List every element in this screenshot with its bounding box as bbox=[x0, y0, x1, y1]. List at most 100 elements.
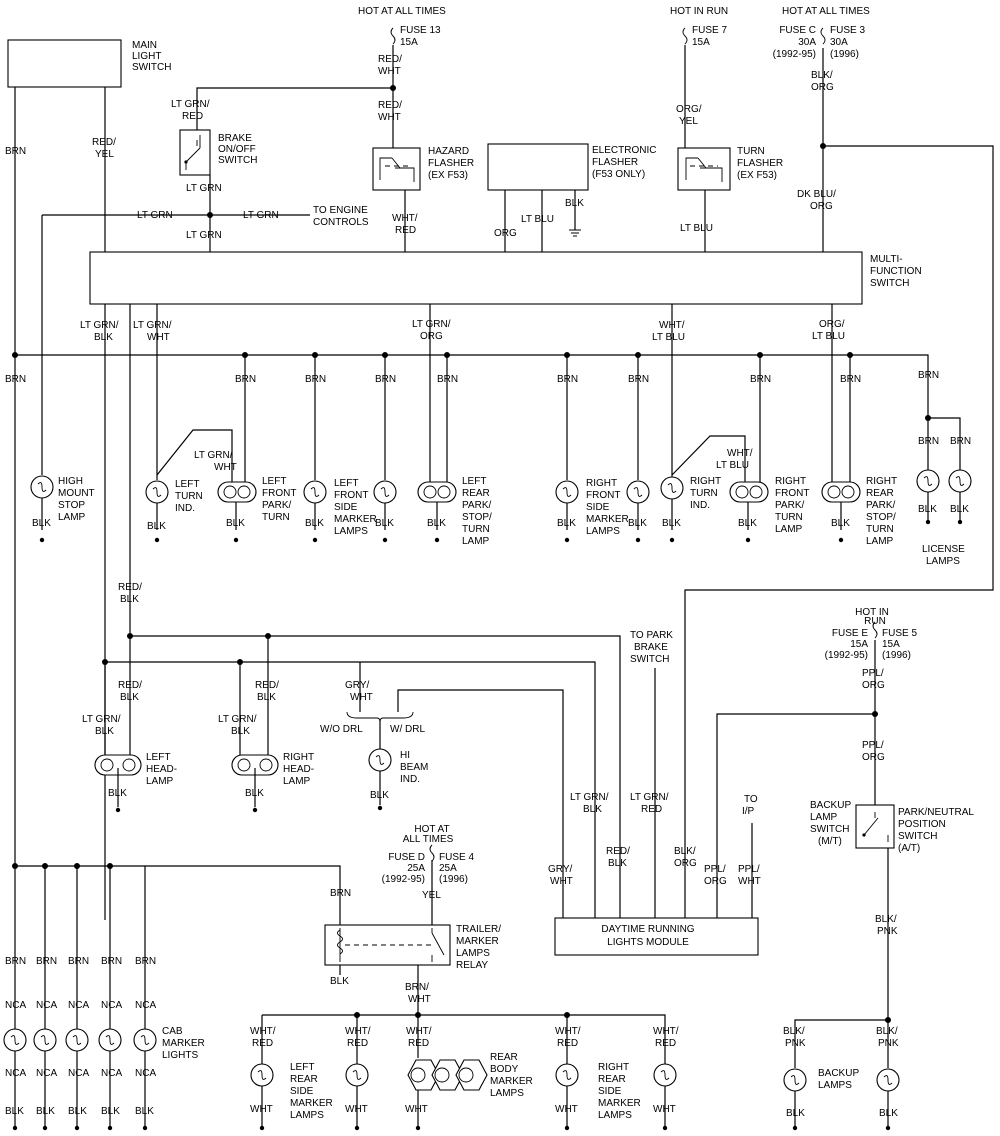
svg-text:RED/: RED/ bbox=[118, 680, 142, 691]
svg-text:PPL/: PPL/ bbox=[704, 864, 726, 875]
wire-labels: RED/ WHT RED/ WHT LT GRN/ RED RED/ YEL B… bbox=[5, 54, 971, 1119]
svg-text:BEAM: BEAM bbox=[400, 762, 428, 773]
svg-text:HAZARD: HAZARD bbox=[428, 146, 469, 157]
svg-text:SWITCH: SWITCH bbox=[870, 278, 909, 289]
svg-text:LAMPS: LAMPS bbox=[490, 1088, 524, 1099]
cab-marker-lamp-2 bbox=[33, 1028, 57, 1131]
svg-text:FRONT: FRONT bbox=[586, 490, 620, 501]
svg-text:FLASHER: FLASHER bbox=[737, 158, 783, 169]
svg-text:FRONT: FRONT bbox=[262, 488, 296, 499]
fuse-13-rating: 15A bbox=[400, 37, 418, 48]
svg-text:TURN: TURN bbox=[462, 524, 490, 535]
svg-text:LEFT: LEFT bbox=[146, 752, 170, 763]
svg-text:RED: RED bbox=[557, 1038, 578, 1049]
svg-text:BLK: BLK bbox=[94, 332, 113, 343]
right-headlamp bbox=[231, 754, 279, 813]
svg-text:SWITCH: SWITCH bbox=[898, 831, 937, 842]
left-front-park-turn-lamp bbox=[217, 481, 257, 543]
fuse-3-label: FUSE 3 bbox=[830, 25, 865, 36]
svg-text:REAR: REAR bbox=[490, 1052, 518, 1063]
svg-text:BLK: BLK bbox=[370, 790, 389, 801]
svg-text:RED/: RED/ bbox=[378, 54, 402, 65]
fuse-d-years: (1992-95) bbox=[382, 874, 425, 885]
svg-text:BRN: BRN bbox=[330, 888, 351, 899]
svg-text:ORG: ORG bbox=[674, 858, 697, 869]
svg-text:SWITCH: SWITCH bbox=[218, 155, 257, 166]
svg-text:SIDE: SIDE bbox=[290, 1086, 314, 1097]
svg-text:RIGHT: RIGHT bbox=[283, 752, 314, 763]
svg-text:NCA: NCA bbox=[36, 1000, 57, 1011]
svg-text:WHT/: WHT/ bbox=[250, 1026, 276, 1037]
svg-text:BLK: BLK bbox=[226, 518, 245, 529]
wires bbox=[14, 45, 994, 1068]
all-times-label-3: ALL TIMES bbox=[403, 834, 454, 845]
svg-text:TRAILER/: TRAILER/ bbox=[456, 924, 501, 935]
svg-text:WHT/: WHT/ bbox=[727, 448, 753, 459]
svg-text:TURN: TURN bbox=[175, 491, 203, 502]
fuse-e-years: (1992-95) bbox=[825, 650, 868, 661]
svg-text:LEFT: LEFT bbox=[262, 476, 286, 487]
svg-text:RED: RED bbox=[347, 1038, 368, 1049]
svg-text:HI: HI bbox=[400, 750, 410, 761]
svg-text:REAR: REAR bbox=[462, 488, 490, 499]
svg-text:(A/T): (A/T) bbox=[898, 843, 920, 854]
svg-text:RELAY: RELAY bbox=[456, 960, 488, 971]
svg-text:LIGHTS: LIGHTS bbox=[162, 1050, 198, 1061]
svg-text:LT BLU: LT BLU bbox=[812, 331, 845, 342]
svg-text:MOUNT: MOUNT bbox=[58, 488, 95, 499]
svg-text:BLK: BLK bbox=[257, 692, 276, 703]
electronic-flasher: ELECTRONIC FLASHER (F53 ONLY) bbox=[487, 143, 656, 237]
svg-text:LT BLU: LT BLU bbox=[521, 214, 554, 225]
component-labels: HIGH MOUNT STOP LAMP LEFT TURN IND. LEFT… bbox=[58, 476, 965, 1121]
left-rear-side-marker-lamp-2 bbox=[345, 1063, 369, 1131]
trailer-marker-lamps-relay: TRAILER/ MARKER LAMPS RELAY bbox=[324, 924, 501, 971]
svg-text:BLK: BLK bbox=[583, 804, 602, 815]
svg-text:NCA: NCA bbox=[135, 1000, 156, 1011]
cab-marker-lamp-5 bbox=[133, 1028, 157, 1131]
svg-text:WHT/: WHT/ bbox=[653, 1026, 679, 1037]
svg-text:I/P: I/P bbox=[742, 806, 755, 817]
svg-text:FUNCTION: FUNCTION bbox=[870, 266, 922, 277]
svg-text:MARKER: MARKER bbox=[490, 1076, 533, 1087]
right-turn-ind-lamp bbox=[660, 476, 684, 543]
svg-text:REAR: REAR bbox=[866, 488, 894, 499]
fuse-5-label: FUSE 5 bbox=[882, 628, 917, 639]
svg-text:NCA: NCA bbox=[68, 1000, 89, 1011]
backup-lamp-2 bbox=[876, 1068, 900, 1131]
svg-text:WHT: WHT bbox=[147, 332, 170, 343]
svg-text:ORG: ORG bbox=[862, 752, 885, 763]
svg-text:LT GRN/: LT GRN/ bbox=[80, 320, 119, 331]
svg-text:TO PARK: TO PARK bbox=[630, 630, 673, 641]
svg-text:CONTROLS: CONTROLS bbox=[313, 217, 369, 228]
svg-text:YEL: YEL bbox=[422, 890, 441, 901]
hazard-flasher: HAZARD FLASHER (EX F53) bbox=[372, 146, 474, 191]
svg-text:LAMP: LAMP bbox=[866, 536, 894, 547]
svg-text:BLK: BLK bbox=[738, 518, 757, 529]
svg-text:LEFT: LEFT bbox=[290, 1062, 314, 1073]
svg-text:LT GRN/: LT GRN/ bbox=[171, 99, 210, 110]
right-rear-park-stop-turn-lamp bbox=[821, 481, 861, 543]
svg-text:LAMP: LAMP bbox=[283, 776, 311, 787]
svg-text:LT GRN: LT GRN bbox=[243, 210, 279, 221]
fuse-labels: FUSE 13 15A FUSE 7 15A FUSE C 30A (1992-… bbox=[382, 25, 918, 885]
svg-text:BLK: BLK bbox=[95, 726, 114, 737]
svg-text:TO: TO bbox=[744, 794, 758, 805]
svg-text:LAMPS: LAMPS bbox=[598, 1110, 632, 1121]
svg-text:BRN: BRN bbox=[950, 436, 971, 447]
svg-text:DK BLU/: DK BLU/ bbox=[797, 189, 836, 200]
fuse-4-label: FUSE 4 bbox=[439, 852, 474, 863]
svg-text:HEAD-: HEAD- bbox=[283, 764, 314, 775]
svg-text:BLK: BLK bbox=[565, 198, 584, 209]
svg-text:LT GRN/: LT GRN/ bbox=[133, 320, 172, 331]
fuse-4-years: (1996) bbox=[439, 874, 468, 885]
svg-text:DAYTIME RUNNING: DAYTIME RUNNING bbox=[601, 924, 694, 935]
svg-text:SWITCH: SWITCH bbox=[810, 824, 849, 835]
svg-text:BLK: BLK bbox=[608, 858, 627, 869]
svg-text:SWITCH: SWITCH bbox=[630, 654, 669, 665]
fuse-3-rating: 30A bbox=[830, 37, 848, 48]
svg-text:ORG: ORG bbox=[811, 82, 834, 93]
svg-text:ORG: ORG bbox=[862, 680, 885, 691]
svg-text:RED/: RED/ bbox=[606, 846, 630, 857]
svg-text:PNK: PNK bbox=[877, 926, 898, 937]
